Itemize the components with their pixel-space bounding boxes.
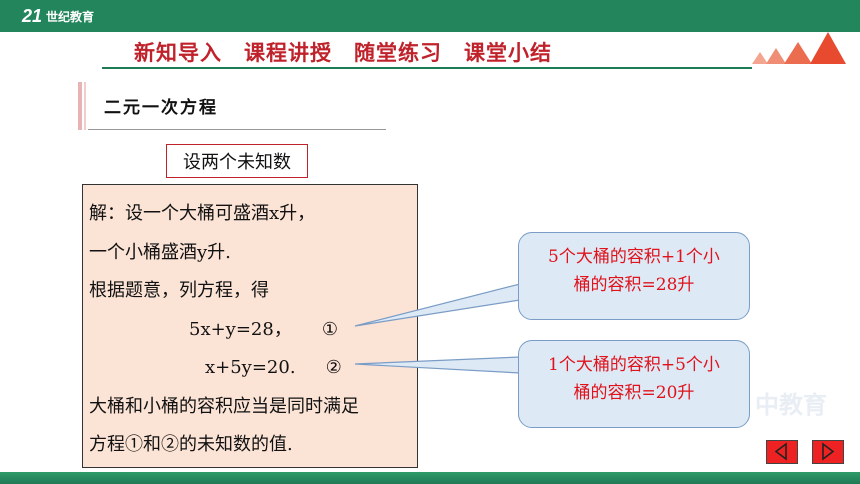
equation-2-number: ② bbox=[325, 357, 342, 378]
lesson-nav: 新知导入 课程讲授 随堂练习 课堂小结 bbox=[134, 37, 552, 67]
callout-equation-1: 5个大桶的容积+1个小 桶的容积=28升 bbox=[518, 232, 750, 320]
nav-item-practice[interactable]: 随堂练习 bbox=[354, 40, 442, 65]
nav-item-lecture[interactable]: 课程讲授 bbox=[244, 40, 332, 65]
next-slide-button[interactable] bbox=[812, 440, 844, 464]
decorative-triangles bbox=[752, 32, 846, 64]
next-arrow-icon bbox=[822, 442, 835, 461]
equation-1-number: ① bbox=[321, 318, 338, 340]
callout-line: 5个大桶的容积+1个小 bbox=[548, 247, 720, 267]
section-divider bbox=[88, 129, 386, 130]
logo: 21 世纪教育 bbox=[22, 5, 94, 27]
section-title: 二元一次方程 bbox=[104, 98, 218, 118]
solution-line: 解：设一个大桶可盛酒x升， bbox=[89, 203, 316, 224]
equation-1: 5x+y=28， ① bbox=[89, 311, 411, 350]
top-banner: 21 世纪教育 bbox=[0, 0, 860, 32]
callout-line: 1个大桶的容积+5个小 bbox=[548, 355, 720, 375]
callout-line: 桶的容积=28升 bbox=[573, 275, 695, 295]
prev-slide-button[interactable] bbox=[766, 440, 798, 464]
nav-item-intro[interactable]: 新知导入 bbox=[134, 40, 222, 65]
logo-text: 世纪教育 bbox=[46, 9, 95, 24]
equation-1-text: 5x+y=28， bbox=[189, 318, 292, 340]
solution-line: 大桶和小桶的容积应当是同时满足 bbox=[89, 395, 359, 417]
section-accent-bar-inner bbox=[84, 82, 86, 130]
equation-2: x+5y=20. ② bbox=[89, 349, 411, 388]
solution-panel: 解：设一个大桶可盛酒x升， 一个小桶盛酒y升. 根据题意，列方程，得 5x+y=… bbox=[82, 184, 418, 468]
nav-divider bbox=[102, 67, 752, 69]
logo-mark: 21 bbox=[22, 5, 43, 26]
equation-2-text: x+5y=20. bbox=[205, 357, 296, 378]
solution-line: 方程①和②的未知数的值. bbox=[89, 434, 293, 455]
solution-line: 一个小桶盛酒y升. bbox=[89, 241, 231, 263]
solution-line: 根据题意，列方程，得 bbox=[89, 280, 269, 301]
callout-line: 桶的容积=20升 bbox=[573, 383, 695, 403]
hint-box: 设两个未知数 bbox=[166, 144, 308, 178]
watermark: 中教育 bbox=[755, 391, 827, 419]
callout-equation-2: 1个大桶的容积+5个小 桶的容积=20升 bbox=[518, 340, 750, 428]
nav-item-summary[interactable]: 课堂小结 bbox=[464, 40, 552, 65]
hint-label: 设两个未知数 bbox=[183, 152, 291, 173]
prev-arrow-icon bbox=[774, 442, 787, 461]
bottom-banner bbox=[0, 472, 860, 484]
section-accent-bar bbox=[78, 82, 82, 130]
